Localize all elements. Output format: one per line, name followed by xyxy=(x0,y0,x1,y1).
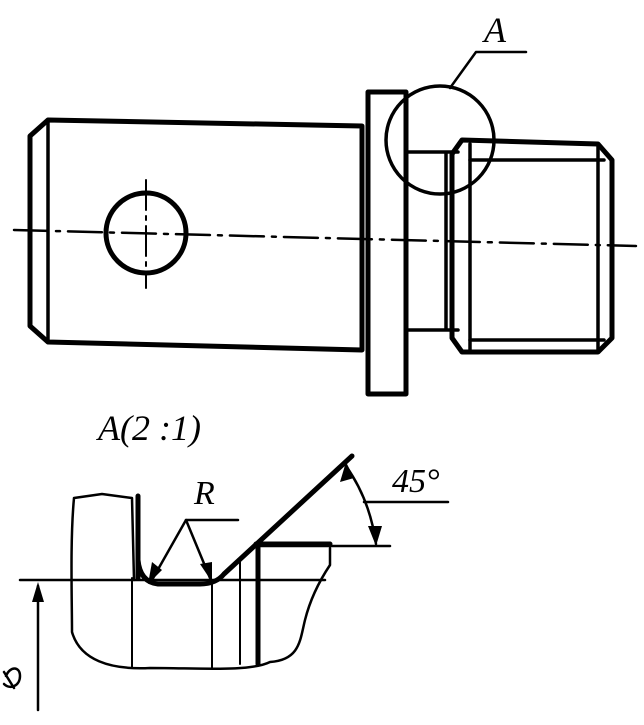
shaft-main-view xyxy=(12,89,638,397)
detail-view-title: A(2 :1) xyxy=(96,408,201,448)
groove-profile xyxy=(135,453,355,587)
dimension-symbol-fragment xyxy=(2,667,22,690)
radius-arrowhead-2 xyxy=(200,562,212,582)
callout-leader xyxy=(448,50,528,90)
angle-annotation: 45° xyxy=(340,462,450,546)
detail-callout: A xyxy=(384,10,528,196)
detail-circle xyxy=(384,84,496,196)
radius-arrowhead-1 xyxy=(148,562,162,584)
collar xyxy=(365,89,409,397)
break-outline xyxy=(70,492,332,671)
shaft-centerline xyxy=(12,228,638,248)
angle-arrowhead-top xyxy=(340,462,354,482)
detail-view xyxy=(2,453,392,712)
threaded-end xyxy=(449,137,615,355)
radius-annotation: R xyxy=(148,475,240,584)
angle-label: 45° xyxy=(392,463,440,500)
angle-arrowhead-bottom xyxy=(368,526,382,546)
left-dimension-arrowhead xyxy=(32,582,44,602)
callout-letter: A xyxy=(482,10,507,50)
radius-label: R xyxy=(193,475,215,512)
